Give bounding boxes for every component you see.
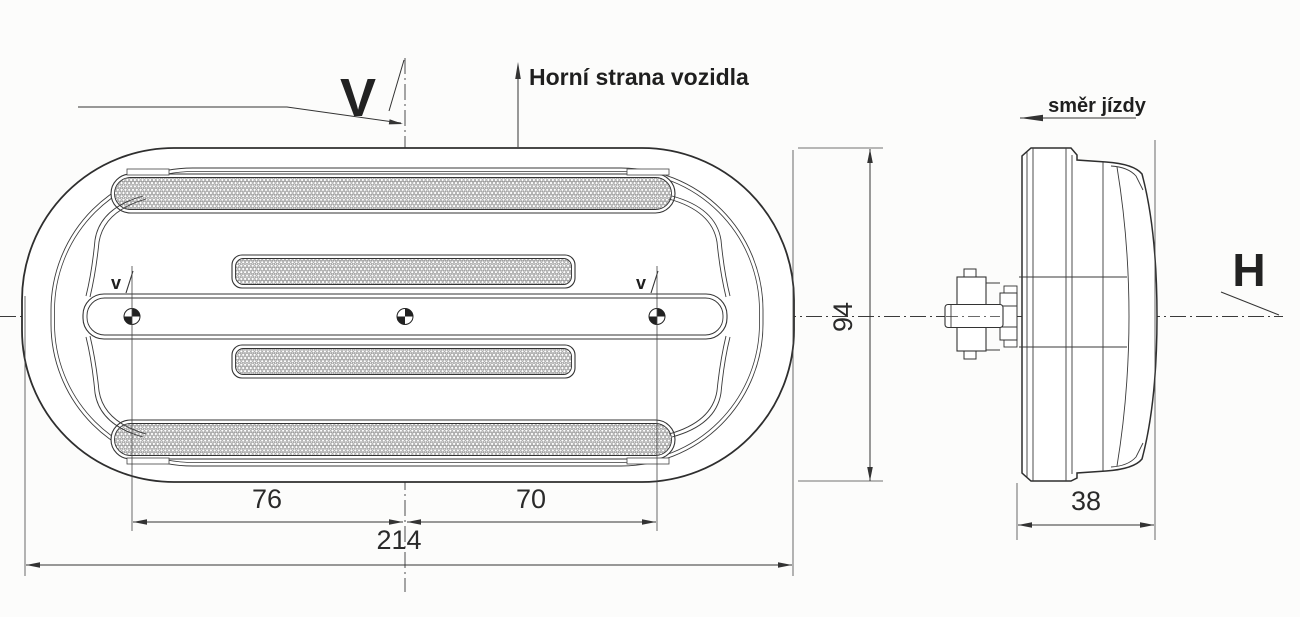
annotations: V H Horní strana vozidla směr jízdy xyxy=(78,59,1280,316)
connector-tab-top xyxy=(963,268,977,278)
connector-nut-step-bottom xyxy=(1003,339,1018,348)
lamp-inner-contour xyxy=(50,167,764,467)
dimension-94: 94 xyxy=(828,149,873,481)
dimension-214: 214 xyxy=(26,525,792,568)
honeycomb-strip-bottom xyxy=(110,419,676,465)
lamp-inner-contour-2 xyxy=(54,171,760,463)
v-mark-right-label: v xyxy=(636,273,646,293)
v-mark-left-label: v xyxy=(111,273,121,293)
connector-plug xyxy=(944,303,1004,329)
dimension-94-text: 94 xyxy=(828,302,858,332)
mount-marks xyxy=(123,308,666,325)
side-view-details xyxy=(1019,148,1144,481)
dimension-76-text: 76 xyxy=(252,484,282,514)
left-arrow-icon xyxy=(1020,114,1043,122)
parting-notch xyxy=(626,168,670,176)
h-datum: H xyxy=(1220,244,1280,316)
parting-notch xyxy=(126,457,170,465)
side-view xyxy=(944,147,1158,482)
mount-mark-center xyxy=(396,308,414,325)
dimension-76: 76 xyxy=(133,484,403,525)
dimensions: 76 70 214 94 38 xyxy=(24,140,1156,576)
top-of-vehicle-label: Horní strana vozidla xyxy=(529,64,749,90)
dimension-38-text: 38 xyxy=(1071,486,1101,516)
h-leader-line xyxy=(1220,291,1280,316)
v-plane-label: V xyxy=(340,68,376,128)
dimension-70: 70 xyxy=(407,484,656,525)
honeycomb-strip-top xyxy=(110,168,676,214)
honeycomb-strip-middle-lower xyxy=(231,344,576,379)
connector-nut-step-top xyxy=(1003,285,1018,294)
honeycomb-strip-middle-upper xyxy=(231,254,576,289)
v-leader-line xyxy=(78,106,402,124)
driving-direction-note: směr jízdy xyxy=(1020,95,1147,122)
dimension-214-text: 214 xyxy=(376,525,421,555)
dimension-70-text: 70 xyxy=(516,484,546,514)
extension-lines xyxy=(24,140,1156,576)
parting-notch xyxy=(626,457,670,465)
parting-notch xyxy=(126,168,170,176)
side-view-outline xyxy=(1021,147,1158,482)
connector xyxy=(944,268,1018,360)
up-arrow-icon xyxy=(515,62,521,79)
v-datum: V xyxy=(78,59,405,128)
driving-direction-label: směr jízdy xyxy=(1048,95,1147,117)
connector-tab-bottom xyxy=(963,350,977,360)
v-plane-slash xyxy=(388,59,405,112)
mount-mark-left xyxy=(123,308,141,325)
dimension-38: 38 xyxy=(1018,486,1154,528)
front-view: v v xyxy=(21,147,795,483)
top-of-vehicle-note: Horní strana vozidla xyxy=(515,62,749,147)
v-leader-arrow xyxy=(388,119,403,125)
h-plane-label: H xyxy=(1232,244,1265,296)
lens-segment-curves xyxy=(85,195,731,438)
